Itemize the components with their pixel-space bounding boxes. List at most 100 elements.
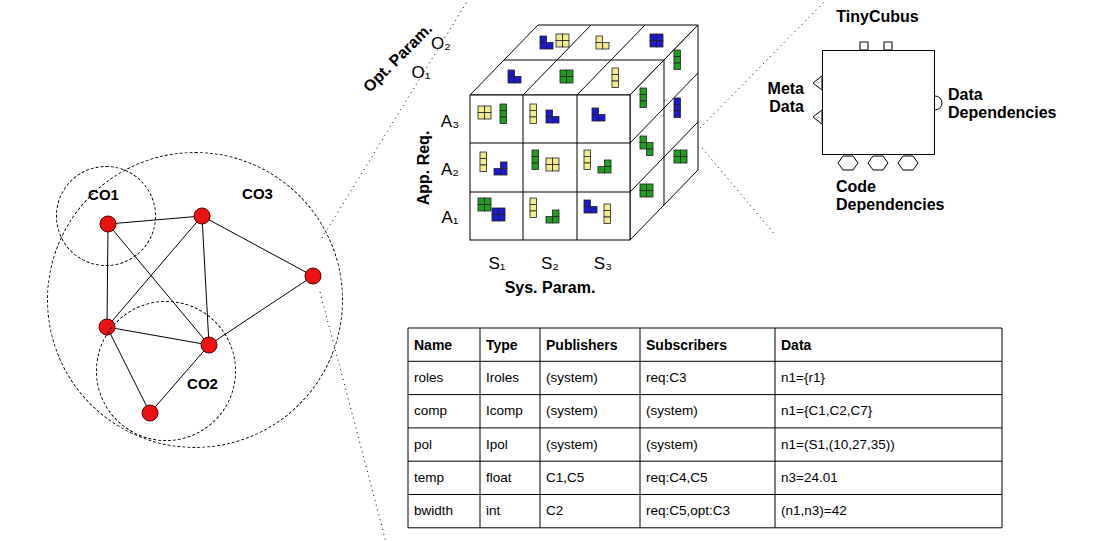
table-cell: n1=(S1,(10,27,35)) — [781, 437, 895, 453]
axis-label: A₁ — [441, 208, 458, 228]
code-block — [553, 217, 560, 224]
code-block — [540, 43, 547, 50]
code-block — [480, 152, 487, 159]
code-block — [647, 184, 654, 191]
table-cell: n1={C1,C2,C7} — [781, 403, 872, 419]
table-cell: temp — [414, 470, 444, 486]
code-block — [478, 198, 485, 205]
code-block — [584, 207, 591, 214]
code-block — [485, 205, 492, 212]
code-block — [500, 117, 507, 124]
code-block — [674, 50, 681, 57]
code-blocks — [478, 34, 687, 224]
table-cell: C1,C5 — [546, 470, 584, 486]
component-ports — [813, 42, 942, 170]
table-cell: roles — [414, 370, 443, 386]
code-block — [500, 104, 507, 111]
table-cell: Publishers — [546, 337, 618, 353]
code-block — [640, 184, 647, 191]
code-block — [591, 207, 598, 214]
cluster-circle: CO1 — [56, 166, 156, 266]
code-block — [650, 41, 657, 48]
code-block — [560, 77, 567, 84]
table-cell: Subscribers — [646, 337, 727, 353]
code-block — [674, 98, 681, 105]
code-block — [604, 211, 611, 218]
code-block — [500, 111, 507, 118]
code-block — [647, 149, 654, 156]
code-block — [605, 160, 612, 167]
table-grid — [408, 328, 1002, 528]
code-block — [501, 162, 508, 169]
code-block — [532, 157, 539, 164]
axis-label: Sys. Param. — [505, 279, 596, 297]
table-cell: n3=24.01 — [781, 470, 838, 486]
port-label: Data Dependencies — [948, 86, 1078, 123]
code-block — [485, 198, 492, 205]
code-block — [530, 198, 537, 205]
table-cell: (system) — [546, 370, 598, 386]
code-block — [478, 113, 485, 120]
port-label: Meta Data — [742, 80, 804, 117]
table-cell: int — [486, 503, 500, 519]
code-block — [657, 34, 664, 41]
code-block — [540, 36, 547, 43]
code-block — [556, 34, 563, 41]
table-cell: comp — [414, 403, 447, 419]
code-block — [492, 208, 499, 215]
network-links — [107, 216, 313, 413]
cluster-circle: CO2 — [96, 301, 236, 441]
code-block — [547, 43, 554, 50]
code-block — [640, 95, 647, 102]
table-cell: Icomp — [486, 403, 523, 419]
table-cell: bwidth — [414, 503, 453, 519]
table-cell: req:C4,C5 — [646, 470, 708, 486]
code-block — [485, 106, 492, 113]
table-cell: float — [486, 470, 512, 486]
table-cell: req:C3 — [646, 370, 687, 386]
table-cell: Ipol — [486, 437, 508, 453]
code-block — [515, 77, 522, 84]
code-block — [647, 143, 654, 150]
code-block — [567, 70, 574, 77]
code-block — [480, 165, 487, 172]
table-cell: n1={r1} — [781, 370, 825, 386]
code-block — [508, 77, 515, 84]
axis-label: O₂ — [431, 34, 451, 54]
code-block — [681, 150, 688, 157]
code-block — [604, 204, 611, 211]
code-block — [563, 41, 570, 48]
axis-label: A₃ — [441, 112, 459, 132]
code-block — [640, 88, 647, 95]
code-block — [530, 205, 537, 212]
axis-label: App. Req. — [415, 131, 433, 206]
axis-label: Opt. Param. — [360, 20, 437, 97]
code-block — [553, 158, 560, 165]
table-cell: (system) — [546, 403, 598, 419]
code-block — [603, 43, 610, 50]
axis-label: S₃ — [594, 254, 612, 274]
code-block — [480, 159, 487, 166]
code-block — [553, 165, 560, 172]
code-block — [640, 191, 647, 198]
code-block — [598, 167, 605, 174]
table-cell: Data — [781, 337, 811, 353]
code-block — [546, 110, 553, 117]
port-label: Code Dependencies — [836, 178, 976, 215]
code-block — [612, 81, 619, 88]
sensor-node — [99, 208, 321, 421]
axis-label: S₁ — [488, 254, 505, 274]
code-block — [499, 215, 506, 222]
code-block — [546, 158, 553, 165]
code-block — [553, 117, 560, 124]
code-block — [494, 169, 501, 176]
axis-label: S₂ — [541, 254, 559, 274]
code-block — [530, 111, 537, 118]
code-block — [605, 167, 612, 174]
code-block — [674, 150, 681, 157]
code-block — [508, 70, 515, 77]
code-block — [553, 210, 560, 217]
code-block — [556, 41, 563, 48]
code-block — [681, 157, 688, 164]
table-cell: req:C5,opt:C3 — [646, 503, 730, 519]
